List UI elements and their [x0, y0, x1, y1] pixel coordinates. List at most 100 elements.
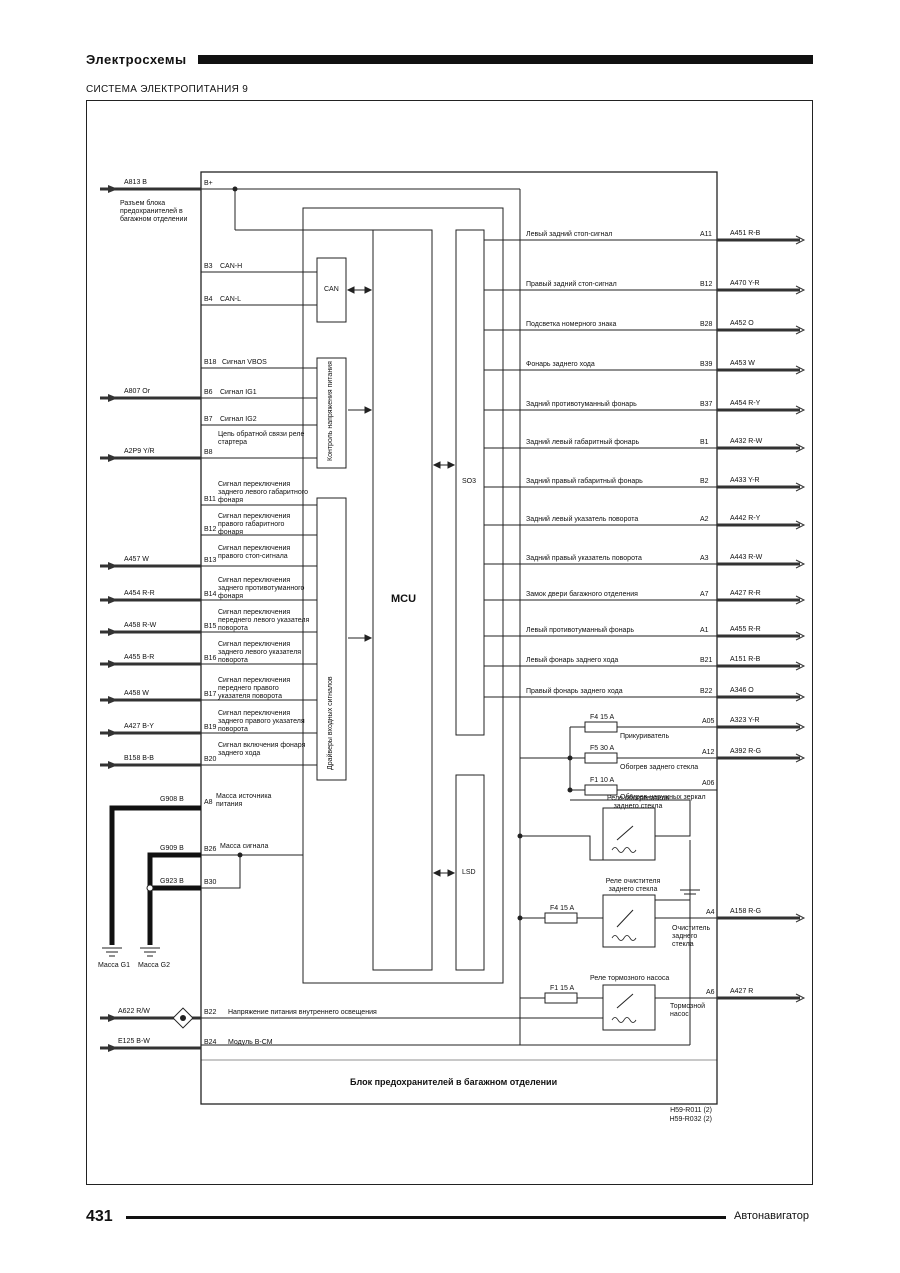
fuse-label: F4 15 A — [550, 905, 575, 912]
wire-code: G923 B — [160, 878, 184, 885]
wire-code: G909 B — [160, 845, 184, 852]
relay-label: Реле обогревателя заднего стекла — [606, 795, 670, 810]
code-ref: H59-R011 (2) — [670, 1107, 712, 1114]
wire-desc: Сигнал переключения переднего левого ука… — [218, 609, 310, 632]
wire-desc: Сигнал переключения переднего правого ук… — [218, 677, 291, 700]
pin-label: B12 — [204, 526, 217, 533]
pin-label: A1 — [700, 627, 709, 634]
header-bar — [198, 55, 813, 64]
wire-code: A622 R/W — [118, 1008, 150, 1015]
pin-label: A11 — [700, 231, 712, 238]
output-desc: Задний противотуманный фонарь — [526, 401, 637, 408]
wire-desc: CAN-L — [220, 296, 242, 303]
can-label: CAN — [324, 286, 339, 293]
publisher-name: Автонавигатор — [734, 1210, 809, 1222]
block-title: Блок предохранителей в багажном отделени… — [350, 1077, 558, 1087]
output-desc: Прикуриватель — [620, 733, 670, 740]
power-control-label: Контроль напряжения питания — [327, 361, 334, 461]
pin-label: B30 — [204, 879, 217, 886]
code-ref: H59-R032 (2) — [669, 1116, 712, 1123]
pin-label: B24 — [204, 1039, 217, 1046]
page-subtitle: СИСТЕМА ЭЛЕКТРОПИТАНИЯ 9 — [86, 84, 249, 95]
wire-code: A427 B-Y — [124, 723, 154, 730]
wire-desc: Напряжение питания внутреннего освещения — [228, 1009, 377, 1016]
pin-label: B37 — [700, 401, 713, 408]
output-desc: Левый фонарь заднего хода — [526, 657, 619, 664]
wire-desc: Сигнал переключения заднего противотуман… — [218, 577, 305, 600]
mcu-label: MCU — [391, 593, 417, 605]
wire-code: A813 B — [124, 179, 147, 186]
wire-code: E125 B-W — [118, 1038, 150, 1045]
output-desc: Задний правый габаритный фонарь — [526, 478, 643, 485]
pin-label: A3 — [700, 555, 709, 562]
wire-desc: Сигнал переключения заднего левого габар… — [218, 481, 309, 504]
pin-label: A6 — [706, 989, 715, 996]
pin-label: B16 — [204, 655, 217, 662]
wire-code: A346 O — [730, 687, 754, 694]
wire-code: A2P9 Y/R — [124, 448, 155, 455]
wire-desc: Сигнал включения фонаря заднего хода — [218, 742, 306, 757]
output-desc: Левый противотуманный фонарь — [526, 627, 634, 634]
wire-code: A151 R-B — [730, 656, 761, 663]
wire-desc: Сигнал VBOS — [222, 359, 267, 366]
output-desc: Задний левый габаритный фонарь — [526, 439, 640, 446]
lsd-box — [455, 774, 485, 971]
wire-code: A427 R — [730, 988, 754, 995]
pin-label: B39 — [700, 361, 713, 368]
wire-code: A453 W — [730, 360, 755, 367]
output-desc: Правый фонарь заднего хода — [526, 688, 623, 695]
wire-desc: Разъем блока предохранителей в багажном … — [120, 200, 188, 223]
wire-code: A454 R-Y — [730, 400, 761, 407]
pin-label: B4 — [204, 296, 213, 303]
wire-desc: Масса источника питания — [216, 793, 272, 808]
wire-code: A454 R-R — [124, 590, 155, 597]
pin-label: B1 — [700, 439, 709, 446]
wire-desc: Сигнал переключения заднего правого указ… — [218, 710, 305, 733]
pin-label: A2 — [700, 516, 709, 523]
wire-code: A451 R-B — [730, 230, 761, 237]
so3-label: SO3 — [462, 478, 477, 485]
wire-code: A433 Y-R — [730, 477, 760, 484]
pin-label: A05 — [702, 718, 715, 725]
section-title: Электросхемы — [86, 52, 187, 67]
relay-label: Реле тормозного насоса — [590, 975, 670, 982]
pin-label: B6 — [204, 389, 213, 396]
wire-desc: Цепь обратной связи реле стартера — [218, 431, 305, 446]
output-desc: Задний правый указатель поворота — [526, 555, 642, 562]
wire-desc: Масса сигнала — [220, 843, 269, 850]
fuse-label: F1 10 A — [590, 777, 615, 784]
output-desc: Обогрев заднего стекла — [620, 764, 699, 771]
wire-code: A427 R-R — [730, 590, 761, 597]
wire-desc: Модуль B-CM — [228, 1039, 273, 1046]
ground-label: Масса G2 — [138, 962, 170, 969]
wire-code: A807 Or — [124, 388, 151, 395]
wire-desc: CAN-H — [220, 263, 243, 270]
output-desc: Замок двери багажного отделения — [526, 591, 638, 598]
diagram-frame — [86, 100, 813, 1185]
pin-label: B2 — [700, 478, 709, 485]
lsd-label: LSD — [462, 869, 476, 876]
output-desc: Подсветка номерного знака — [526, 321, 617, 328]
pin-label: B28 — [700, 321, 713, 328]
pin-label: B26 — [204, 846, 217, 853]
pin-label: A4 — [706, 909, 715, 916]
input-driver-label: Драйверы входных сигналов — [327, 676, 334, 770]
footer-bar — [126, 1216, 726, 1219]
pin-label: A12 — [702, 749, 715, 756]
pin-label: B13 — [204, 557, 217, 564]
fuse-label: F4 15 A — [590, 714, 615, 721]
pin-label: B20 — [204, 756, 217, 763]
wire-desc: Сигнал переключения правого габаритного … — [218, 513, 291, 536]
fuse-block-outline — [200, 171, 718, 1105]
wire-code: G908 B — [160, 796, 184, 803]
mcu-box — [372, 229, 433, 971]
fuse-label: F5 30 A — [590, 745, 615, 752]
wire-code: A457 W — [124, 556, 149, 563]
pin-label: A06 — [702, 780, 715, 787]
wire-code: B158 B-B — [124, 755, 154, 762]
output-desc: Задний левый указатель поворота — [526, 516, 639, 523]
output-desc: Левый задний стоп-сигнал — [526, 231, 613, 238]
output-desc: Очиститель заднего стекла — [672, 925, 711, 948]
output-desc: Фонарь заднего хода — [526, 361, 595, 368]
